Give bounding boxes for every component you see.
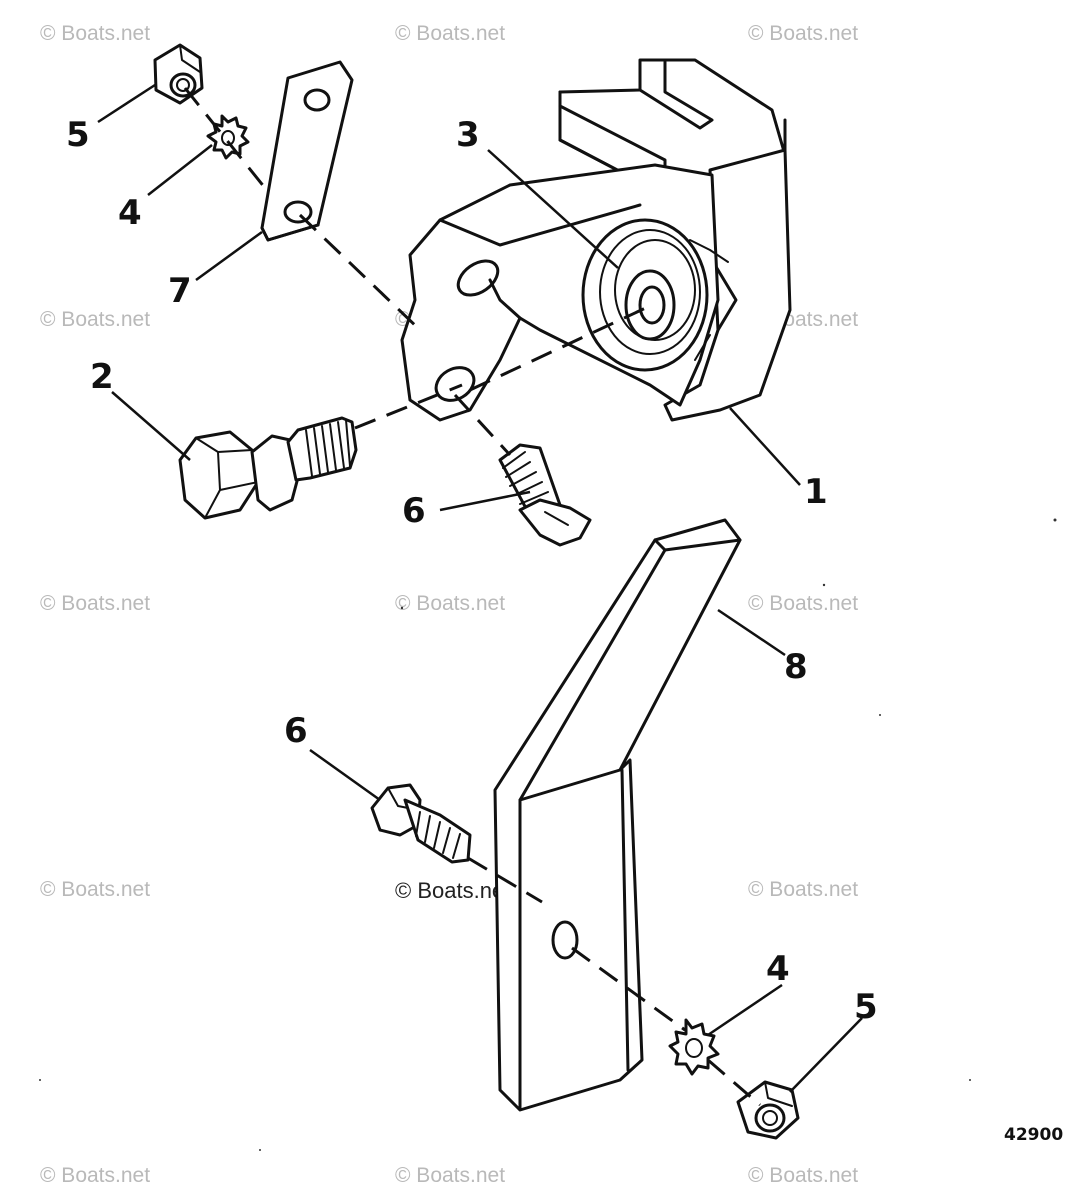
- watermark: © Boats.net: [395, 22, 505, 45]
- part-4-washer-bottom: [668, 1018, 720, 1076]
- part-6-screw-top: [498, 443, 592, 547]
- callout-1: 1: [804, 472, 828, 512]
- callout-8: 8: [784, 647, 808, 687]
- callout-6-top: 6: [402, 491, 426, 531]
- watermark: © Boats.net: [748, 22, 858, 45]
- part-1-bracket: [400, 58, 792, 422]
- callouts: 5 4 7 2 3 6 1 8 6 4 5: [66, 115, 878, 1027]
- watermark: © Boats.net: [40, 592, 150, 615]
- callout-3: 3: [456, 115, 480, 155]
- diagram-number: 42900: [1004, 1125, 1063, 1145]
- callout-4-bottom: 4: [766, 949, 790, 989]
- callout-5-top: 5: [66, 115, 90, 155]
- watermark: © Boats.net: [395, 1164, 505, 1187]
- watermark-center: © Boats.net: [395, 878, 510, 903]
- watermark: © Boats.net: [395, 592, 505, 615]
- watermark: © Boats.net: [40, 308, 150, 331]
- scan-specks: [39, 518, 1057, 1151]
- watermark: © Boats.net: [40, 878, 150, 901]
- assembly-lines: [183, 87, 761, 1107]
- watermark: © Boats.net: [40, 1164, 150, 1187]
- watermark: © Boats.net: [40, 22, 150, 45]
- watermarks: © Boats.net © Boats.net © Boats.net © Bo…: [40, 22, 858, 1187]
- callout-2: 2: [90, 357, 114, 397]
- part-6-screw-bottom: [370, 783, 472, 864]
- part-4-washer-top: [206, 114, 250, 160]
- part-7-link-plate: [260, 60, 354, 242]
- part-8-long-bracket: [493, 518, 742, 1112]
- callout-4-top: 4: [118, 193, 142, 233]
- leader-lines: [97, 83, 863, 1093]
- callout-7: 7: [168, 271, 192, 311]
- part-5-nut-top: [153, 43, 204, 105]
- part-5-nut-bottom: [736, 1080, 800, 1140]
- callout-6-bottom: 6: [284, 711, 308, 751]
- watermark: © Boats.net: [748, 878, 858, 901]
- watermark: © Boats.net: [748, 1164, 858, 1187]
- part-2-shoulder-bolt: [178, 416, 358, 520]
- watermark: © Boats.net: [748, 592, 858, 615]
- callout-5-bottom: 5: [854, 987, 878, 1027]
